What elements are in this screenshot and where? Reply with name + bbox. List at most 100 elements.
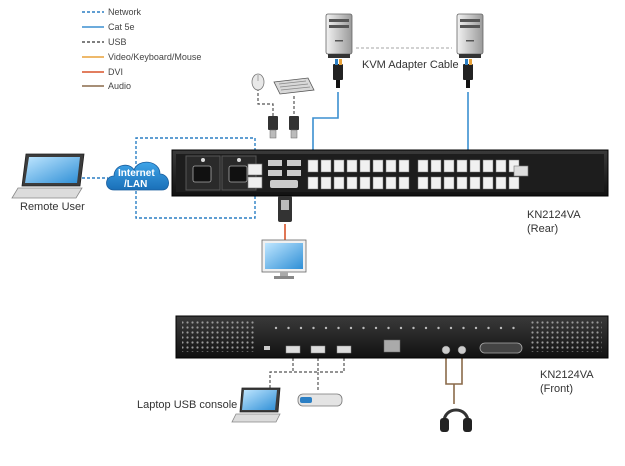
port-led [487,326,490,330]
rj45-port [359,159,371,173]
port-led [412,326,415,330]
rj45-port [320,159,332,173]
legend-item-network: Network [82,7,142,17]
cloud-label-line1: Internet [118,168,155,179]
front-led-row [274,326,515,330]
rj45-port [469,159,481,173]
rj45-port [508,176,520,190]
port-led [449,326,453,330]
rj45-port [372,159,384,173]
dvi-plug-icon [278,196,292,222]
power-inlet [185,155,257,191]
usb-line-front [269,358,294,390]
laptop-icon [231,387,281,423]
port-led [499,326,503,330]
rj45-port [333,159,345,173]
rj45-port [443,176,455,190]
port-led [374,326,378,330]
lan-port [247,163,263,189]
rj45-port [495,159,507,173]
keyboard-icon [273,77,315,95]
kvm-front-panel [175,315,609,359]
mic-jack [441,345,451,355]
headset-icon [440,408,472,432]
serial-port [513,165,529,177]
port-led [437,326,440,330]
kvm-rear-panel [171,149,609,197]
rj45-port [385,159,397,173]
port-led [362,326,365,330]
rj45-port [359,176,371,190]
legend-label: Cat 5e [108,22,135,32]
port-led [462,326,465,330]
usb-ports-front [285,345,352,354]
legend-item-audio: Audio [82,81,131,91]
remote-user-label: Remote User [20,201,85,213]
port-led [337,326,340,330]
mouse-icon [251,73,265,91]
rj45-port [346,176,358,190]
port-led [399,326,403,330]
rj45-port [456,176,468,190]
rj45-port [307,159,319,173]
port-led [312,326,315,330]
port-led [274,326,278,330]
rj45-port [456,159,468,173]
port-led [424,326,428,330]
legend-item-dvi: DVI [82,67,123,77]
legend-label: USB [108,37,127,47]
rj45-port [443,159,455,173]
port-led [324,326,328,330]
rj45-port [417,176,429,190]
speaker-jack [457,345,467,355]
kvm-adapter-cable-label: KVM Adapter Cable [362,59,459,71]
rj45-port [398,176,410,190]
server-tower-icon [456,13,484,58]
port-led [474,326,478,330]
usb-plug-icon [268,116,278,139]
rj45-port [417,159,429,173]
power-switch [479,342,523,354]
rj45-port [495,176,507,190]
kvm-port-bank [307,159,520,190]
port-led [299,326,303,330]
legend: Network Cat 5e USB Video/Keyboard/Mouse … [82,7,201,91]
laptop-icon [11,153,85,199]
usb-line-front-3 [317,358,345,392]
rj45-port [385,176,397,190]
lcd-monitor-icon [261,239,307,279]
cloud-label-line2: /LAN [124,179,147,190]
server-tower-icon [325,13,353,58]
legend-label: DVI [108,67,123,77]
usb-flash-drive-icon [297,393,343,407]
front-model-label: KN2124VA [540,369,594,381]
rear-model-label: KN2124VA [527,209,581,221]
usb-line-front-2 [293,358,319,373]
power-led [264,346,270,350]
rear-view-label: (Rear) [527,223,558,235]
audio-line [445,358,463,404]
laptop-usb-console-label: Laptop USB console [137,399,237,411]
cat5e-line-server1 [312,92,339,152]
port-led [387,326,390,330]
legend-label: Audio [108,81,131,91]
legend-label: Video/Keyboard/Mouse [108,52,201,62]
rj45-port [307,176,319,190]
rj45-port [469,176,481,190]
rj45-port [372,176,384,190]
console-ports [268,160,301,188]
port-led [287,326,290,330]
kvm-adapter-dongle [463,59,473,88]
rj45-port [482,176,494,190]
rj45-port [346,159,358,173]
front-view-label: (Front) [540,383,573,395]
rj45-port [430,176,442,190]
rj45-port [320,176,332,190]
usb-line-mouse [257,88,274,116]
port-led [349,326,353,330]
legend-item-vkm: Video/Keyboard/Mouse [82,52,201,62]
rj45-port [430,159,442,173]
legend-item-usb: USB [82,37,127,47]
rj45-port [333,176,345,190]
kvm-adapter-dongle [333,59,343,88]
